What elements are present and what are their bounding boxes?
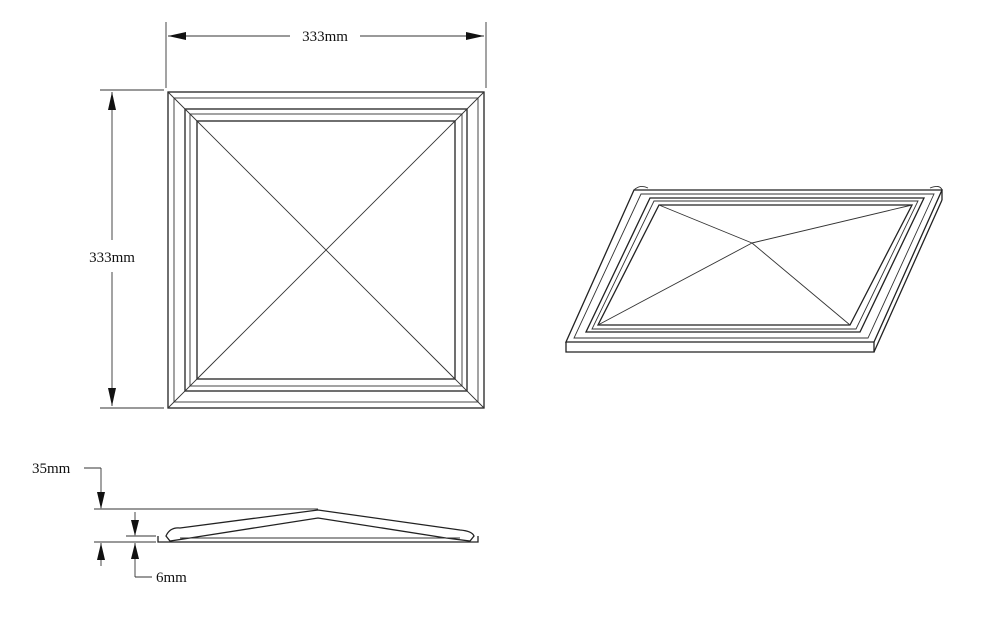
miter-tl (167, 91, 198, 122)
iso-inner-panel (596, 204, 914, 326)
iso-rim-side-face (873, 199, 943, 353)
width-arrow-right (466, 32, 484, 40)
width-label: 333mm (302, 29, 348, 45)
outer-frame-inner-edge (173, 97, 479, 403)
inner-panel (196, 120, 456, 380)
iso-ridge-4 (597, 242, 753, 326)
iso-ridge-2 (751, 204, 913, 244)
outer-frame (167, 91, 485, 409)
rim-height-arrow-top (131, 520, 139, 536)
top-view (167, 91, 485, 409)
iso-corner-round-tl (633, 185, 649, 191)
iso-corner-round-tr (929, 185, 943, 191)
height-arrow-top (108, 92, 116, 110)
rim-height-arrow-bottom (131, 543, 139, 559)
iso-ridge-3 (751, 242, 851, 326)
total-height-dimension: 35mm (32, 461, 318, 566)
width-arrow-left (168, 32, 186, 40)
section-base (157, 536, 479, 543)
miter-br (454, 378, 485, 409)
width-dimension: 333mm (165, 22, 487, 88)
iso-rim-front-face (565, 342, 875, 353)
total-height-label: 35mm (32, 461, 71, 477)
bevel-inner (189, 113, 463, 387)
height-arrow-bottom (108, 388, 116, 406)
iso-ridge-1 (658, 204, 753, 244)
height-label: 333mm (89, 250, 135, 266)
isometric-view (564, 185, 944, 353)
rim-height-label: 6mm (156, 570, 187, 586)
rim-height-dimension: 6mm (126, 512, 187, 586)
iso-bevel-inner (591, 200, 919, 330)
total-height-arrow-top (97, 492, 105, 509)
pyramid-diagonal-2 (196, 120, 456, 380)
bevel-outer (184, 108, 468, 392)
section-view (157, 509, 479, 543)
miter-bl (167, 378, 198, 409)
iso-rim-roll (573, 193, 935, 339)
miter-tr (454, 91, 485, 122)
total-height-arrow-bottom (97, 543, 105, 560)
section-profile-hatched (165, 509, 475, 542)
height-dimension: 333mm (89, 89, 164, 409)
iso-bevel-outer (584, 197, 926, 333)
